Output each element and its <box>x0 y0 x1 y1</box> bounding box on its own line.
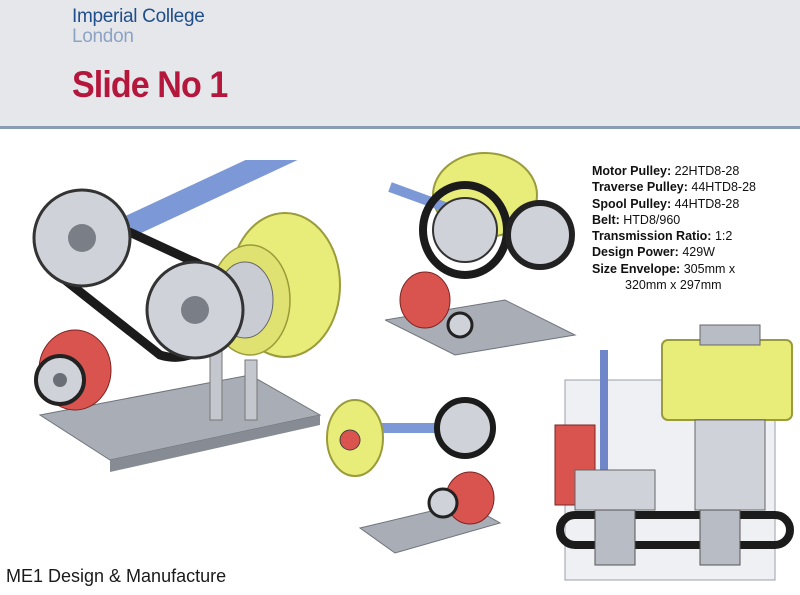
spec-spool-pulley: Spool Pulley: 44HTD8-28 <box>592 196 740 211</box>
spec-traverse-pulley: Traverse Pulley: 44HTD8-28 <box>592 180 757 195</box>
winder-assembly-render-side <box>554 324 794 581</box>
design-specifications: Motor Pulley: 22HTD8-28 Traverse Pulley:… <box>592 163 756 293</box>
winder-assembly-render-bottom <box>326 397 502 554</box>
logo-line-2: London <box>72 26 134 47</box>
imperial-college-logo: Imperial College London <box>72 7 205 47</box>
slide-title: Slide No 1 <box>72 64 228 105</box>
footer-course-title: ME1 Design & Manufacture <box>6 566 227 586</box>
winder-assembly-render-main <box>32 160 344 472</box>
spec-transmission-ratio: Transmission Ratio: 1:2 <box>592 229 733 244</box>
spec-design-power: Design Power: 429W <box>592 245 715 260</box>
header-divider <box>0 126 800 129</box>
spec-motor-pulley: Motor Pulley: 22HTD8-28 <box>592 164 740 178</box>
header-band <box>0 0 800 127</box>
logo-line-1: Imperial College <box>72 6 205 27</box>
winder-assembly-render-top <box>385 152 577 356</box>
spec-size-envelope-cont: 320mm x 297mm <box>625 278 722 293</box>
spec-belt: Belt: HTD8/960 <box>592 212 681 227</box>
spec-size-envelope: Size Envelope: 305mm x <box>592 261 736 276</box>
